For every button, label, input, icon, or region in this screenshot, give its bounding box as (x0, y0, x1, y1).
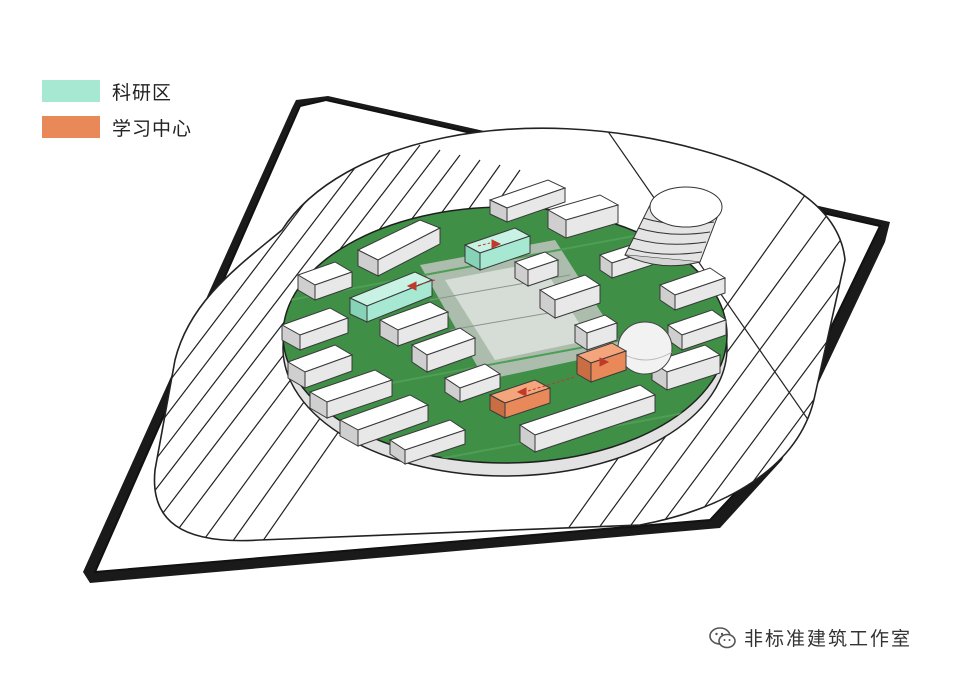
campus-buildings (280, 179, 728, 465)
research-zone-buildings (348, 227, 532, 323)
legend-item-research: 科研区 (42, 78, 192, 104)
legend-swatch-learning (42, 116, 100, 138)
legend-label-research: 科研区 (112, 81, 173, 104)
wechat-icon (709, 626, 736, 648)
legend-item-learning: 学习中心 (42, 114, 192, 140)
watermark-text: 非标准建筑工作室 (744, 628, 913, 650)
legend: 科研区 学习中心 (42, 78, 192, 150)
learning-center-buildings (488, 342, 628, 419)
cylindrical-tower (624, 186, 723, 267)
watermark: 非标准建筑工作室 (708, 624, 912, 651)
circulation-arrows (406, 239, 610, 397)
legend-label-learning: 学习中心 (112, 117, 193, 140)
legend-swatch-research (42, 80, 100, 102)
